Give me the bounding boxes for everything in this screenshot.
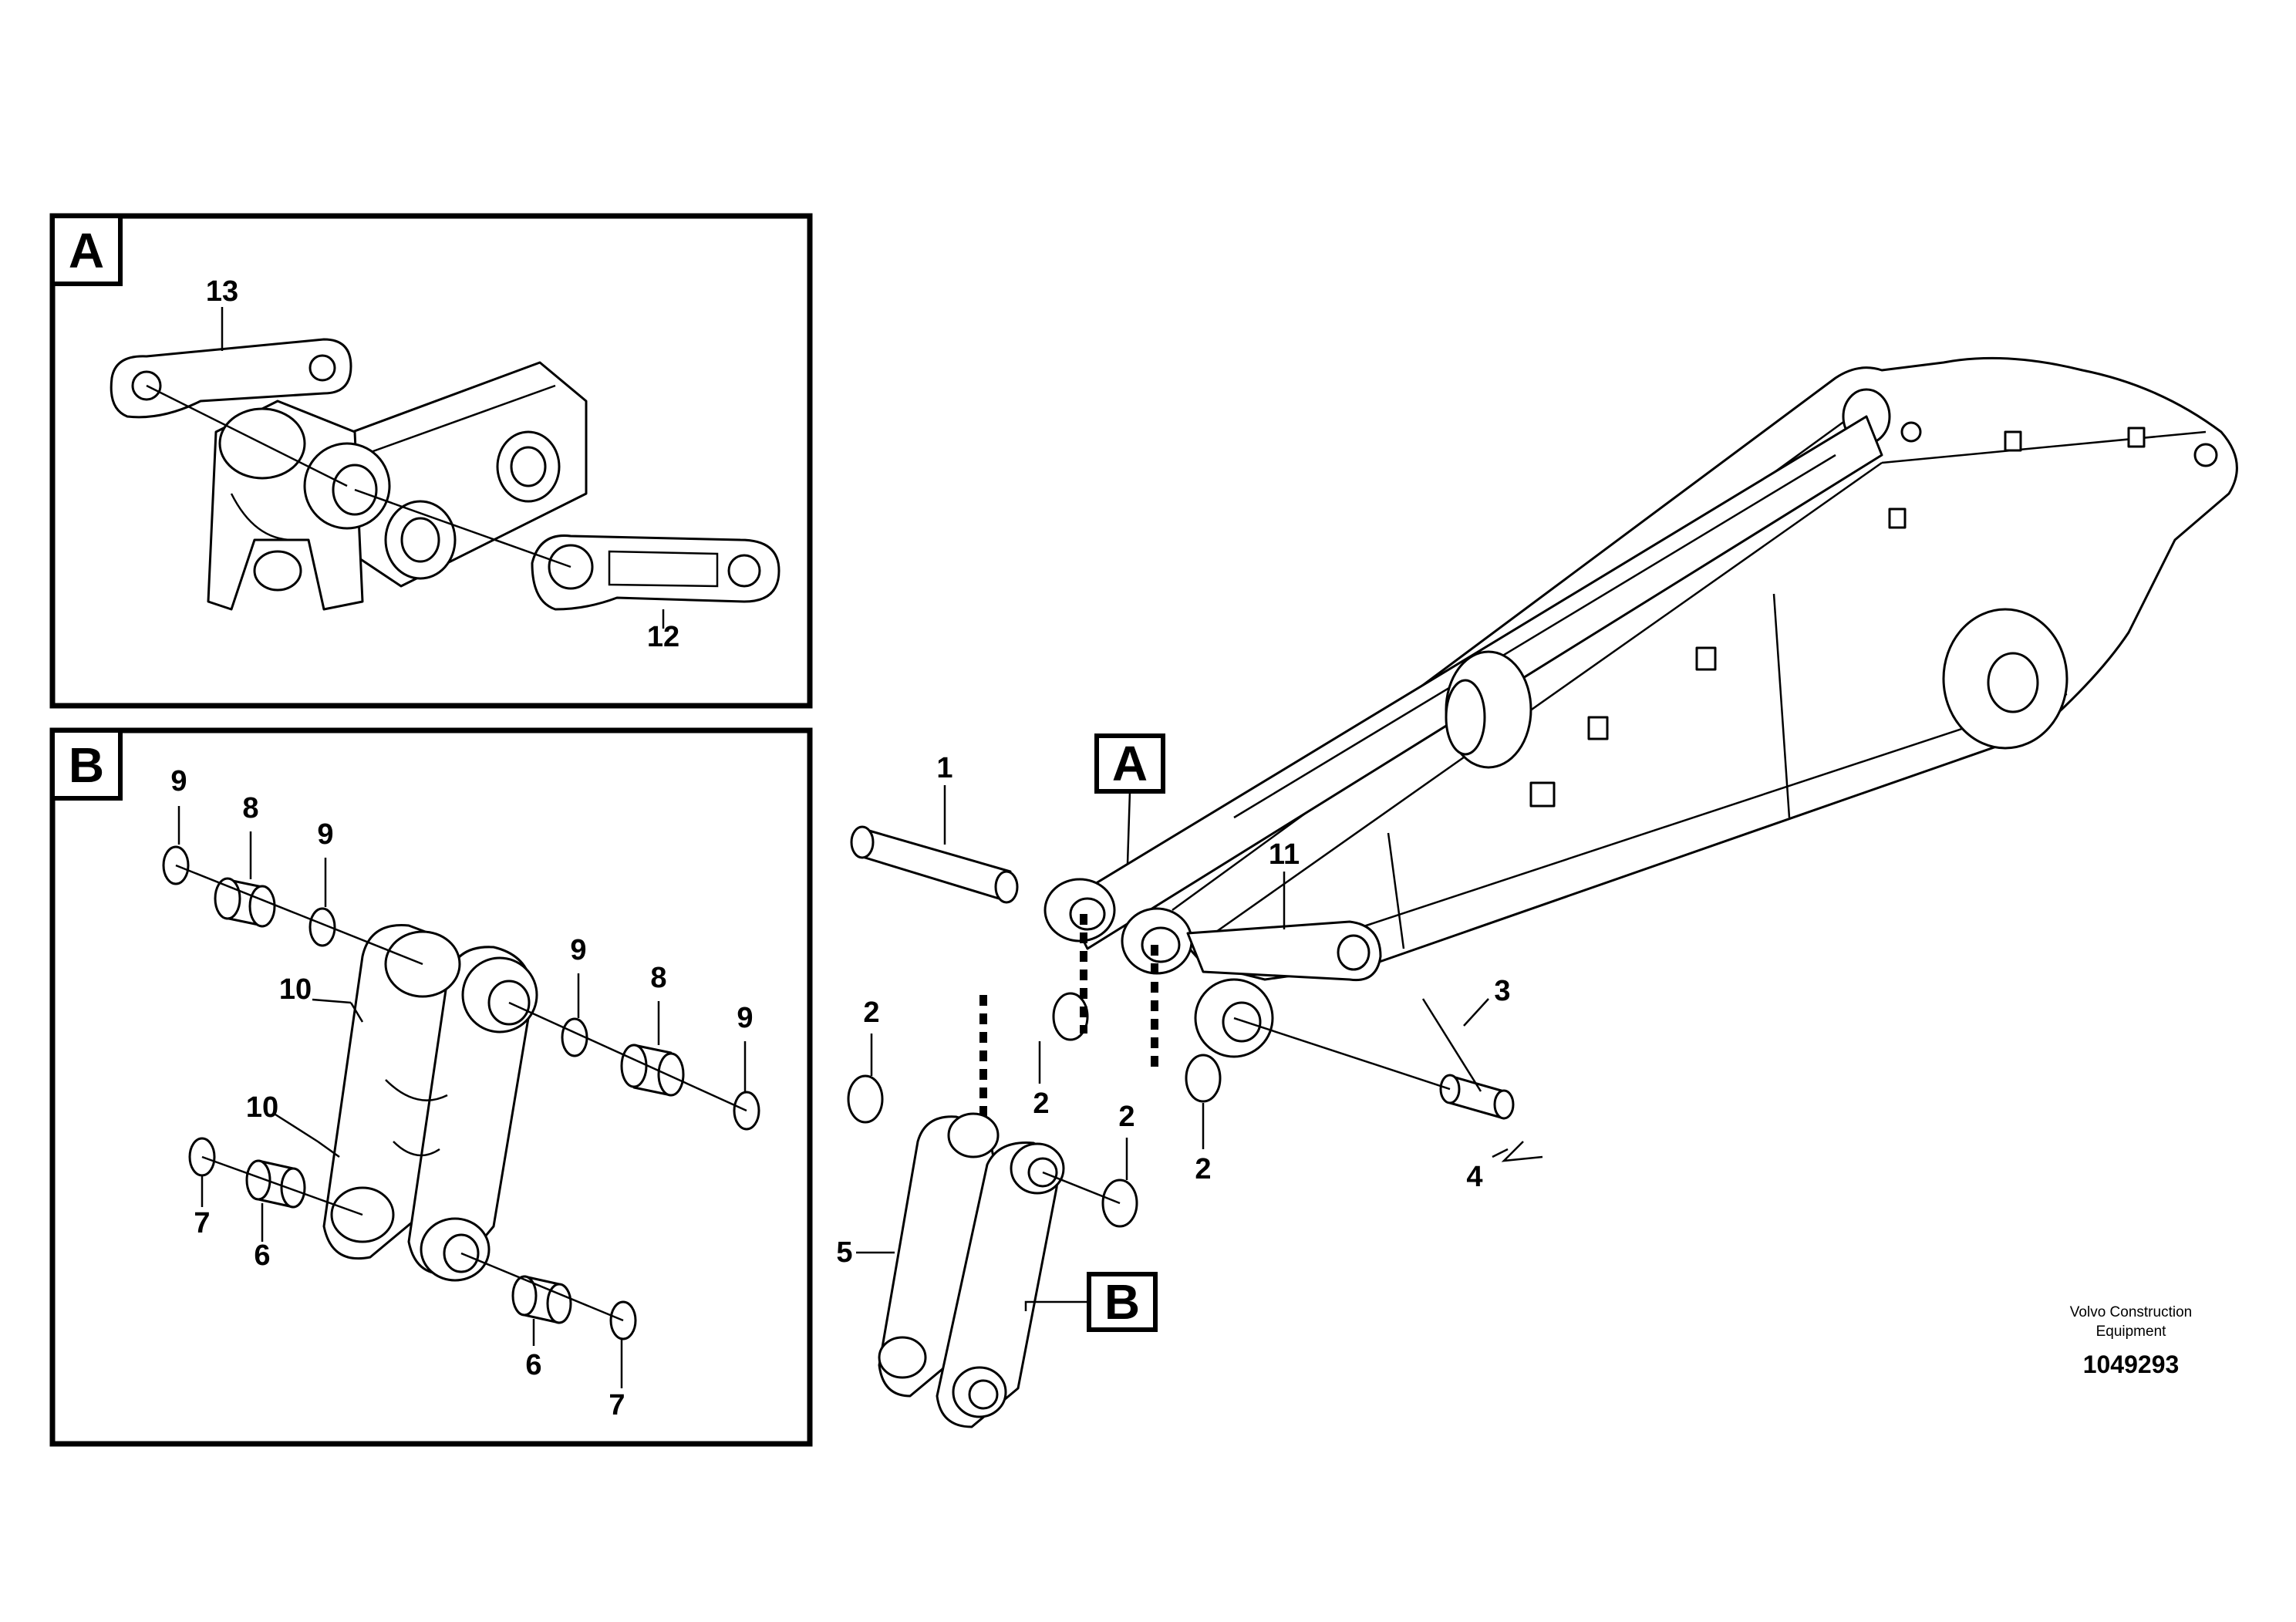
bushing-8a: [214, 877, 276, 928]
main-tag-a-box: [1094, 733, 1165, 794]
callout-9-d: 9: [737, 1002, 753, 1034]
callout-6-a: 6: [254, 1239, 270, 1272]
bushing-6b: [511, 1275, 572, 1324]
bushing-8b: [620, 1044, 685, 1097]
link-12: [531, 534, 781, 611]
arm-cylinder: [1063, 415, 1883, 950]
callout-9-c: 9: [570, 934, 586, 966]
brand-line-2: Equipment: [2096, 1324, 2167, 1340]
link-13: [110, 338, 352, 419]
rocker-5: [878, 1112, 1065, 1428]
lock-pin-4: [1501, 1141, 1543, 1162]
callout-6-b: 6: [525, 1349, 541, 1381]
main-tag-b-box: [1087, 1272, 1158, 1332]
panel-b-tag-box: [50, 728, 123, 801]
grease-nipple-10b: [317, 1140, 340, 1158]
boom-assembly: [1140, 356, 2238, 981]
callout-2-b: 2: [1033, 1088, 1049, 1120]
callout-2-a: 2: [863, 996, 879, 1029]
main-tag-b: B: [1104, 1274, 1140, 1330]
callout-8-b: 8: [650, 962, 666, 994]
callout-7-a: 7: [194, 1207, 210, 1239]
shim-2b: [847, 1074, 884, 1124]
callout-3: 3: [1494, 975, 1510, 1007]
callout-5: 5: [836, 1236, 852, 1269]
callout-13: 13: [206, 275, 238, 308]
callout-10-b: 10: [246, 1091, 278, 1124]
main-tag-a: A: [1112, 736, 1148, 791]
callout-2-d: 2: [1195, 1153, 1211, 1185]
detail-panel-b: B: [49, 727, 813, 1447]
callout-7-b: 7: [609, 1389, 625, 1421]
grease-nipple-10a: [349, 1002, 364, 1023]
callout-11: 11: [1269, 838, 1300, 871]
pin-1: [850, 825, 1019, 904]
panel-a-boom-end: [330, 361, 588, 588]
pin-3: [1421, 998, 1515, 1120]
callout-9-b: 9: [317, 818, 333, 851]
panel-a-tag: A: [69, 223, 104, 278]
seal-ring-9b: [308, 907, 336, 947]
callout-9-a: 9: [170, 765, 187, 798]
rocker-assembly-b: [322, 924, 538, 1282]
detail-panel-a: A: [49, 213, 813, 709]
link-11: [1186, 920, 1382, 982]
callout-1: 1: [936, 752, 952, 784]
panel-b-tag: B: [69, 737, 104, 793]
callout-8-a: 8: [242, 792, 258, 824]
callout-4: 4: [1466, 1161, 1482, 1193]
brand-line-1: Volvo Construction: [2070, 1304, 2192, 1320]
panel-a-rocker: [207, 400, 391, 611]
shim-2c: [1185, 1054, 1222, 1103]
callout-12: 12: [647, 621, 679, 653]
document-number: 1049293: [2083, 1351, 2180, 1378]
callout-10-a: 10: [279, 973, 312, 1006]
panel-a-tag-box: [50, 214, 123, 286]
callout-2-c: 2: [1118, 1101, 1135, 1133]
